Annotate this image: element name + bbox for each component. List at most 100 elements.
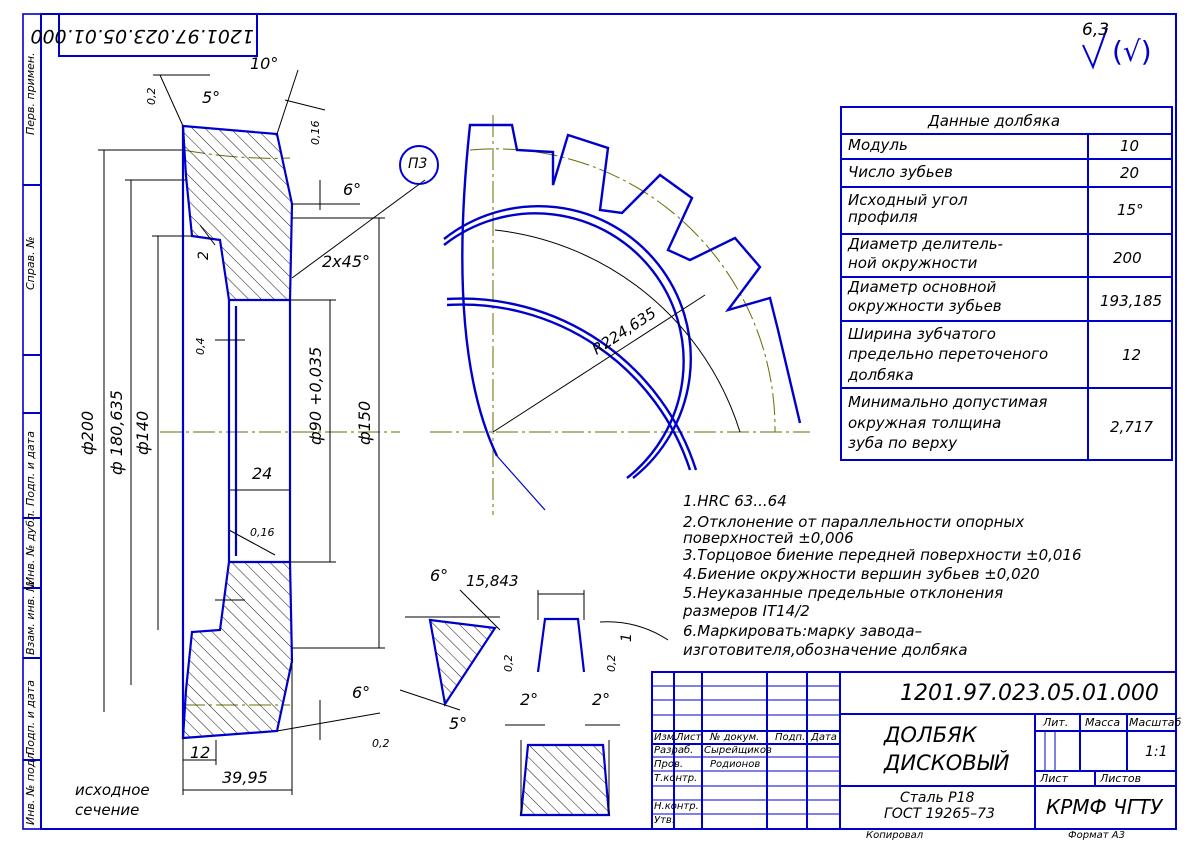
note-4: 4.Биение окружности вершин зубьев ±0,020 bbox=[683, 565, 1040, 583]
dim-angle-5: 5° bbox=[202, 88, 221, 107]
cutter-front-view bbox=[443, 123, 802, 511]
dim-angle-6c: 6° bbox=[430, 566, 449, 585]
tb-role-5: Н.контр. bbox=[654, 801, 699, 812]
dim-24: 24 bbox=[252, 464, 273, 483]
data-row-4-name-b: ной окружности bbox=[848, 254, 978, 272]
side-label-1: Перв. примен. bbox=[24, 52, 37, 135]
side-label-3: Подп. и дата bbox=[24, 431, 37, 506]
doc-code-corner: 1201.97.023.05.01.000 bbox=[30, 25, 254, 47]
dim-chamfer: 2х45° bbox=[322, 252, 371, 271]
dim-12: 12 bbox=[190, 743, 211, 762]
note-6b: изготовителя,обозначение долбяка bbox=[683, 641, 968, 659]
tb-h-list: Лист bbox=[676, 732, 702, 743]
tb-format: Формат А3 bbox=[1068, 830, 1125, 841]
title-name-b: ДИСКОВЫЙ bbox=[884, 751, 1010, 775]
data-row-7-name-c: зуба по верху bbox=[848, 434, 958, 452]
rough-016b: 0,16 bbox=[250, 526, 275, 539]
tb-copied: Копировал bbox=[866, 830, 924, 841]
rough-02c: 0,2 bbox=[502, 654, 515, 673]
dim-d140: ф140 bbox=[133, 410, 152, 455]
dim-15843: 15,843 bbox=[466, 572, 519, 590]
dim-d200: ф200 bbox=[78, 410, 97, 455]
note-5: 5.Неуказанные предельные отклонения bbox=[683, 584, 1004, 602]
side-label-7: Инв. № подл. bbox=[24, 749, 37, 825]
data-row-6-name-c: долбяка bbox=[848, 366, 914, 384]
detail-dims bbox=[399, 589, 669, 815]
data-row-6-name-b: предельно переточеного bbox=[848, 345, 1049, 363]
radius-leader bbox=[492, 294, 706, 433]
tb-h-sign: Подп. bbox=[775, 732, 806, 743]
data-row-2-value: 20 bbox=[1120, 164, 1140, 182]
dim-d90: ф90 +0,035 bbox=[306, 346, 325, 445]
note-1: 1.HRC 63...64 bbox=[683, 492, 787, 510]
tb-sheets: Листов bbox=[1100, 772, 1142, 785]
position-p3: П3 bbox=[408, 156, 428, 172]
dim-d180: ф 180,635 bbox=[107, 390, 126, 475]
dim-3995: 39,95 bbox=[222, 768, 268, 787]
position-bubble bbox=[399, 145, 439, 185]
tb-h-date: Дата bbox=[811, 732, 837, 743]
rough-04: 0,4 bbox=[194, 337, 207, 356]
dim-angle-2b: 2° bbox=[592, 690, 611, 709]
roughness-mark: (√) bbox=[1112, 35, 1152, 68]
data-row-3-name-a: Исходный угол bbox=[848, 191, 968, 209]
data-table-title: Данные долбяка bbox=[928, 112, 1061, 130]
data-row-7-name-b: окружная толщина bbox=[848, 414, 1002, 432]
data-row-4-value: 200 bbox=[1113, 249, 1142, 267]
title-name-a: ДОЛБЯК bbox=[884, 723, 977, 747]
rough-02a: 0,2 bbox=[145, 87, 158, 106]
dim-angle-6a: 6° bbox=[343, 180, 362, 199]
rough-016a: 0,16 bbox=[309, 120, 322, 146]
sheet-frame bbox=[22, 13, 1177, 830]
note-2b: поверхностей ±0,006 bbox=[683, 529, 854, 547]
tb-role-6: Утв. bbox=[654, 815, 675, 826]
section-label-b: сечение bbox=[75, 801, 140, 819]
dim-1: 1 bbox=[619, 633, 635, 642]
tb-role-3: Т.контр. bbox=[654, 773, 698, 784]
side-label-4: Инв. № дубл. bbox=[24, 509, 37, 585]
data-table-grid bbox=[840, 106, 1173, 461]
data-row-6-value: 12 bbox=[1122, 346, 1142, 364]
detail-views bbox=[428, 617, 611, 817]
title-material-a: Сталь Р18 bbox=[900, 790, 975, 806]
data-row-5-value: 193,185 bbox=[1100, 292, 1163, 310]
tb-scale-h: Масштаб bbox=[1129, 716, 1182, 729]
data-row-1-value: 10 bbox=[1120, 137, 1140, 155]
tb-lit: Лит. bbox=[1043, 716, 1069, 729]
data-row-5-name-b: окружности зубьев bbox=[848, 297, 1002, 315]
tb-h-izm: Изм. bbox=[654, 732, 678, 743]
tb-h-doc: № докум. bbox=[710, 732, 760, 743]
dim-angle-10: 10° bbox=[250, 54, 279, 73]
tb-person-1: Сырейщиков bbox=[704, 745, 772, 756]
dim-angle-5b: 5° bbox=[449, 714, 468, 733]
data-row-6-name-a: Ширина зубчатого bbox=[848, 325, 996, 343]
tb-mass: Масса bbox=[1085, 716, 1121, 729]
title-org: КРМФ ЧГТУ bbox=[1046, 795, 1163, 819]
side-label-6: Подп. и дата bbox=[24, 680, 37, 755]
rough-02d: 0,2 bbox=[605, 654, 618, 673]
title-designation: 1201.97.023.05.01.000 bbox=[900, 681, 1159, 706]
side-label-5: Взам. инв. № bbox=[24, 580, 37, 655]
rough-02b: 0,2 bbox=[372, 737, 390, 750]
tb-sheet: Лист bbox=[1040, 772, 1068, 785]
note-2: 2.Отклонение от параллельности опорных bbox=[683, 513, 1025, 531]
data-row-2-name: Число зубьев bbox=[848, 163, 953, 181]
data-row-3-name-b: профиля bbox=[848, 208, 918, 226]
data-row-7-name-a: Минимально допустимая bbox=[848, 393, 1048, 411]
data-row-5-name-a: Диаметр основной bbox=[848, 278, 997, 296]
section-label-a: исходное bbox=[75, 781, 150, 799]
tb-role-1: Разраб. bbox=[654, 745, 694, 756]
note-5b: размеров IT14/2 bbox=[683, 602, 810, 620]
data-row-7-value: 2,717 bbox=[1110, 418, 1153, 436]
data-row-3-value: 15° bbox=[1117, 201, 1144, 219]
title-material-b: ГОСТ 19265–73 bbox=[884, 806, 995, 822]
data-row-4-name-a: Диаметр делитель- bbox=[848, 235, 1003, 253]
title-block-grid bbox=[651, 671, 1177, 830]
dim-angle-6b: 6° bbox=[352, 683, 371, 702]
dim-d150: ф150 bbox=[355, 400, 374, 445]
side-label-2: Справ. № bbox=[24, 236, 37, 290]
tb-role-2: Пров. bbox=[654, 759, 684, 770]
note-6: 6.Маркировать:марку завода– bbox=[683, 622, 923, 640]
